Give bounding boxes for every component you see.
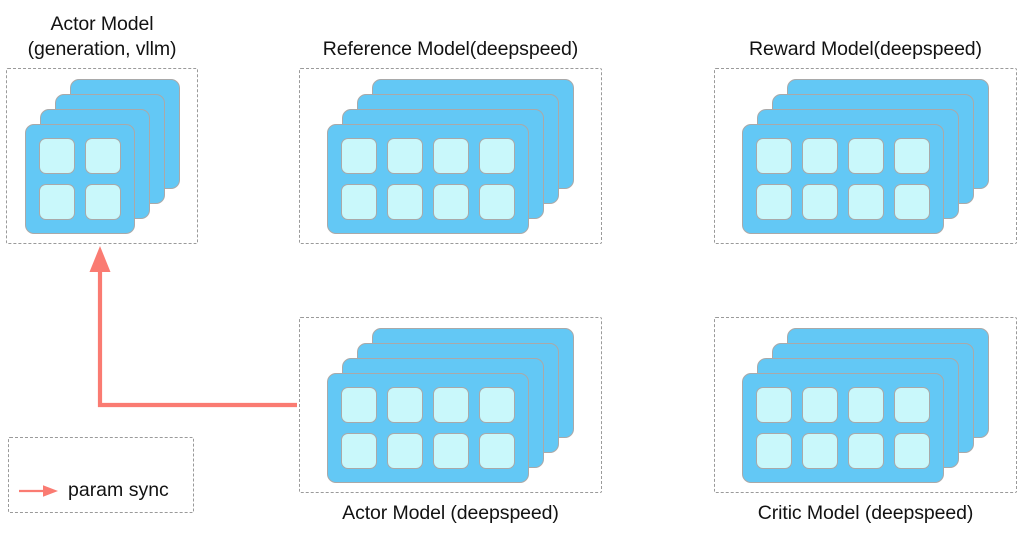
legend-label-param-sync: param sync bbox=[68, 479, 169, 501]
card-stack-critic-model[interactable] bbox=[742, 328, 989, 483]
group-boundary-actor-deepspeed bbox=[299, 317, 602, 493]
gpu-cell bbox=[479, 138, 515, 174]
gpu-cell bbox=[479, 433, 515, 469]
group-boundary-reward-model bbox=[714, 68, 1017, 244]
group-caption-actor-deepspeed: Actor Model (deepspeed) bbox=[342, 502, 559, 524]
model-group-actor-deepspeed[interactable]: Actor Model (deepspeed) bbox=[299, 317, 602, 551]
model-group-critic-model[interactable]: Critic Model (deepspeed) bbox=[714, 317, 1017, 551]
stack-front-card[interactable] bbox=[25, 124, 135, 234]
card-stack-actor-vllm[interactable] bbox=[25, 79, 180, 234]
gpu-cell bbox=[341, 138, 377, 174]
gpu-cell bbox=[894, 184, 930, 220]
gpu-cell bbox=[848, 184, 884, 220]
group-caption-critic-model: Critic Model (deepspeed) bbox=[757, 502, 974, 524]
gpu-cell bbox=[756, 433, 792, 469]
gpu-cell bbox=[479, 184, 515, 220]
card-stack-reward-model[interactable] bbox=[742, 79, 989, 234]
gpu-cell bbox=[433, 387, 469, 423]
gpu-cell bbox=[802, 387, 838, 423]
gpu-cell bbox=[341, 387, 377, 423]
model-group-reference-model[interactable]: Reference Model(deepspeed) bbox=[299, 10, 602, 244]
group-caption-actor-vllm: Actor Model (generation, vllm) bbox=[27, 13, 177, 60]
stack-front-card[interactable] bbox=[327, 373, 529, 483]
model-group-reward-model[interactable]: Reward Model(deepspeed) bbox=[714, 10, 1017, 244]
legend-arrow-icon bbox=[19, 484, 58, 497]
gpu-cell bbox=[756, 184, 792, 220]
gpu-cell bbox=[894, 433, 930, 469]
gpu-cell bbox=[433, 138, 469, 174]
param-sync-line bbox=[97, 268, 297, 408]
gpu-cell bbox=[756, 387, 792, 423]
group-caption-reference-model: Reference Model(deepspeed) bbox=[322, 38, 579, 60]
gpu-cell bbox=[802, 433, 838, 469]
group-caption-reward-model: Reward Model(deepspeed) bbox=[749, 38, 982, 60]
card-stack-reference-model[interactable] bbox=[327, 79, 574, 234]
gpu-cell bbox=[802, 138, 838, 174]
gpu-cell bbox=[85, 138, 121, 174]
stack-front-card[interactable] bbox=[327, 124, 529, 234]
gpu-cell bbox=[387, 387, 423, 423]
gpu-cell bbox=[39, 184, 75, 220]
gpu-cell bbox=[848, 433, 884, 469]
group-boundary-actor-vllm bbox=[6, 68, 198, 244]
gpu-cell bbox=[802, 184, 838, 220]
model-group-actor-vllm[interactable]: Actor Model (generation, vllm) bbox=[6, 10, 198, 244]
gpu-cell bbox=[848, 138, 884, 174]
gpu-cell bbox=[756, 138, 792, 174]
gpu-cell bbox=[85, 184, 121, 220]
gpu-cell bbox=[387, 184, 423, 220]
gpu-cell bbox=[387, 433, 423, 469]
gpu-cell bbox=[433, 184, 469, 220]
gpu-cell bbox=[39, 138, 75, 174]
gpu-cell bbox=[848, 387, 884, 423]
gpu-cell bbox=[479, 387, 515, 423]
gpu-cell bbox=[894, 138, 930, 174]
gpu-cell bbox=[433, 433, 469, 469]
param-sync-arrowhead bbox=[89, 246, 111, 272]
gpu-cell bbox=[894, 387, 930, 423]
gpu-cell bbox=[387, 138, 423, 174]
gpu-cell bbox=[341, 184, 377, 220]
group-boundary-critic-model bbox=[714, 317, 1017, 493]
stack-front-card[interactable] bbox=[742, 124, 944, 234]
legend-item-param-sync: param sync bbox=[18, 479, 169, 502]
group-boundary-reference-model bbox=[299, 68, 602, 244]
gpu-cell bbox=[341, 433, 377, 469]
card-stack-actor-deepspeed[interactable] bbox=[327, 328, 574, 483]
legend-container bbox=[8, 437, 194, 513]
stack-front-card[interactable] bbox=[742, 373, 944, 483]
